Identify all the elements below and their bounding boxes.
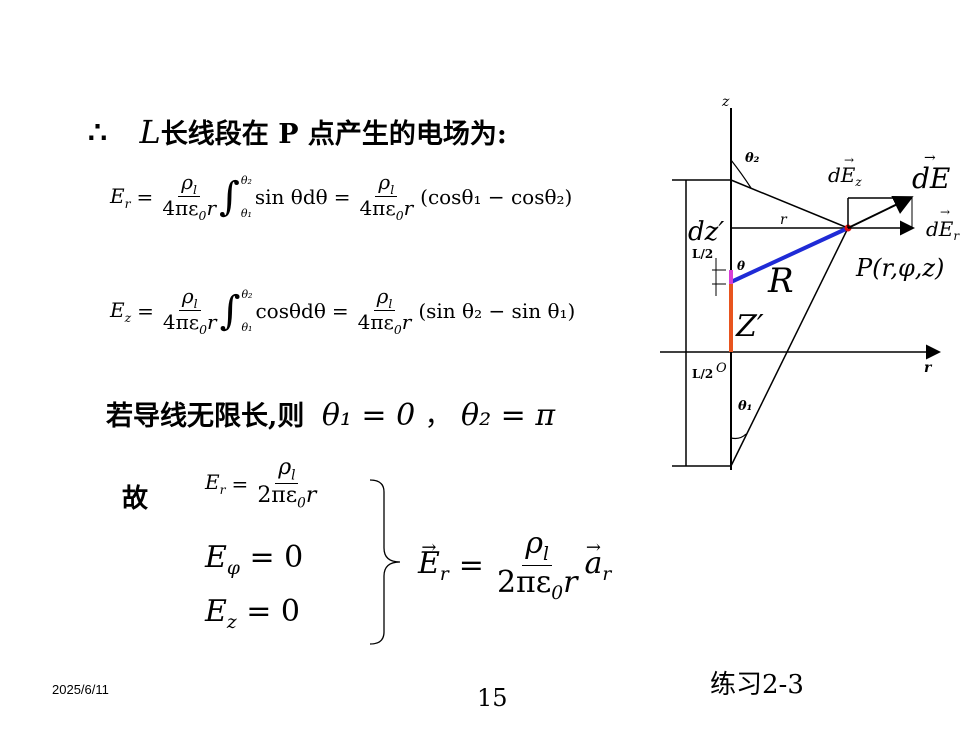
result-ez: Ez = 0: [205, 594, 301, 633]
z-axis-label: z: [721, 94, 730, 110]
zprime-label: Z′: [735, 309, 764, 344]
half-bottom-label: L/2: [692, 367, 713, 381]
footer-date: 2025/6/11: [52, 682, 109, 697]
ez-integrand: cosθdθ: [255, 299, 326, 324]
result-ephi: Eφ = 0: [205, 540, 304, 579]
svg-text:→: →: [844, 153, 854, 167]
equals: =: [136, 185, 154, 210]
theta-label: θ: [737, 259, 745, 273]
gu-label: 故: [122, 484, 149, 514]
therefore-symbol: ∴: [88, 116, 108, 151]
condition-theta2: θ₂ = π: [461, 398, 556, 433]
heading: ∴ L长线段在 P 点产生的电场为:: [88, 112, 507, 151]
page-number: 15: [477, 684, 508, 712]
theta1-label: θ₁: [738, 399, 752, 414]
R-line: [730, 226, 849, 284]
ez-lhs: Ez: [110, 297, 132, 325]
exercise-label: 练习2-3: [710, 670, 804, 700]
dEz-label: dEz: [828, 163, 862, 189]
theta2-label: θ₂: [745, 151, 760, 166]
result-er: Er = ρl 2πε0r: [205, 455, 317, 512]
condition-separator: ，: [424, 401, 452, 432]
origin-label: O: [716, 361, 727, 376]
result-vector-er: Er = ρl 2πε0r ar: [418, 528, 611, 604]
infinite-condition: 若导线无限长,则 θ₁ = 0 ， θ₂ = π: [106, 394, 555, 433]
heading-text: 长线段在 P 点产生的电场为:: [160, 119, 507, 150]
er-lhs: Er: [110, 183, 131, 211]
er-result: (cosθ₁ − cosθ₂): [420, 185, 573, 210]
r-label: r: [780, 212, 788, 228]
r-axis-label: r: [924, 360, 933, 376]
half-top-label: L/2: [692, 247, 713, 261]
ez-result: (sin θ₂ − sin θ₁): [418, 299, 576, 324]
dE-label: dE: [912, 162, 950, 195]
right-brace: [369, 479, 401, 645]
infinite-text: 若导线无限长,则: [106, 401, 305, 432]
er-fraction-2: ρl 4πε0r: [359, 170, 414, 224]
point-p-label: P(r,φ,z): [855, 254, 944, 282]
ez-fraction-1: ρl 4πε0r: [162, 284, 217, 338]
R-label: R: [767, 261, 794, 301]
dEr-label: dEr: [926, 217, 960, 243]
dz-label: dz′: [688, 217, 724, 247]
er-fraction-1: ρl 4πε0r: [162, 170, 216, 224]
er-integrand: sin θdθ: [254, 185, 328, 210]
svg-text:→: →: [940, 205, 950, 219]
field-diagram: z θ₂ r L/2 dz′ θ R Z′ O r L/2 θ₁ dEz → d…: [660, 94, 960, 470]
heading-L: L: [139, 113, 161, 151]
svg-text:→: →: [924, 150, 936, 166]
ez-fraction-2: ρl 4πε0r: [357, 284, 412, 338]
condition-theta1: θ₁ = 0: [321, 398, 416, 433]
